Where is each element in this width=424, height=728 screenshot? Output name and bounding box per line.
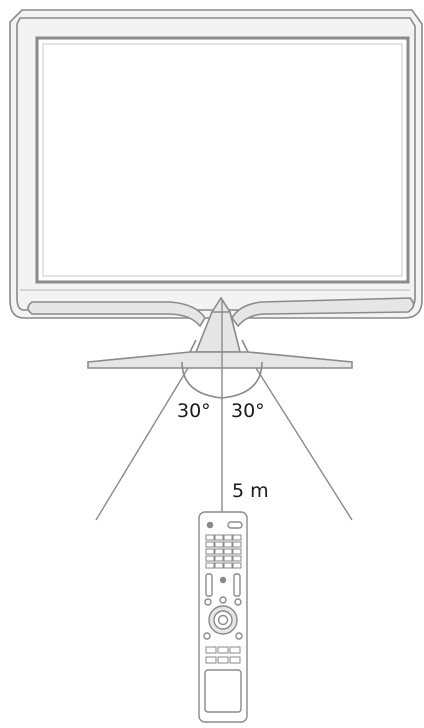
left-angle-label: 30° bbox=[177, 400, 211, 422]
right-angle-label: 30° bbox=[231, 400, 265, 422]
left-range-line bbox=[95, 367, 189, 521]
distance-label: 5 m bbox=[232, 480, 269, 502]
tv-icon bbox=[9, 9, 423, 369]
remote-control-icon bbox=[198, 511, 248, 723]
right-range-line bbox=[255, 367, 353, 521]
range-lines bbox=[95, 300, 353, 521]
